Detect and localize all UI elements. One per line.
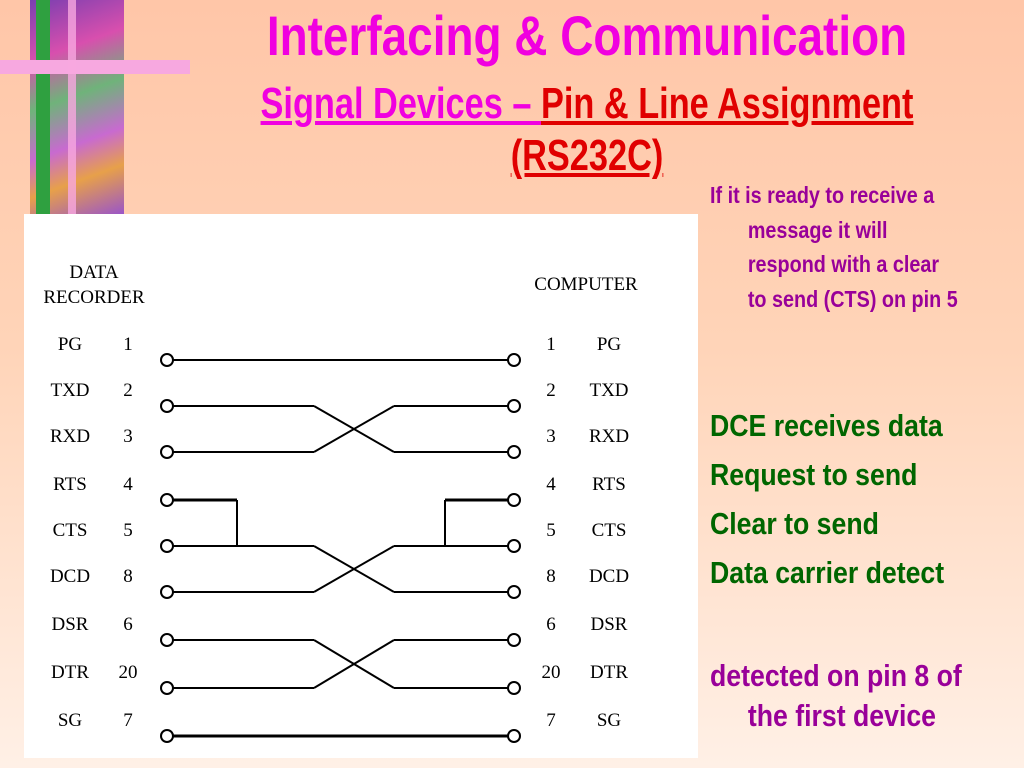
pin-rows: PG 1 1 PG TXD 2 2 TXD RXD 3 3 RXD RTS 4 4 RTS CTS 5 5 CTS DC… [50,334,629,743]
pin-label-right: DSR [591,614,628,635]
pin-connector-right [507,399,521,413]
decorative-pink-line-vertical [68,0,76,214]
pin-label-right: TXD [589,380,628,401]
pin-number-right: 6 [546,614,556,635]
pin-connector-left [160,399,174,413]
pin-label-right: CTS [592,520,627,541]
pin-number-left: 7 [123,710,133,731]
pin-label-left: RXD [50,426,90,447]
pin-label-left: DTR [51,662,89,683]
note-line1: If it is ready to receive a [710,182,935,208]
wire-cross-rxd [313,405,395,453]
pin-connector-right [507,353,521,367]
pin-label-right: DTR [590,662,628,683]
pin-number-left: 20 [119,662,138,683]
note-line4: to send (CTS) on pin 5 [747,285,958,312]
pin-number-left: 5 [123,520,133,541]
decorative-green-bar [36,0,50,214]
pin-label-right: SG [597,710,622,731]
slide-subtitle: Signal Devices – Pin & Line Assignment (… [246,78,928,182]
pin-number-right: 20 [542,662,561,683]
slide-title: Interfacing & Communication [266,4,908,67]
subtitle-part1: Signal Devices – [260,79,541,128]
pin-number-right: 8 [546,566,556,587]
pin-number-right: 3 [546,426,556,447]
pin-label-left: TXD [50,380,89,401]
wires [173,359,508,738]
pin-label-left: CTS [53,520,88,541]
right-header: COMPUTER [534,274,638,295]
cts-note: If it is ready to receive a message it w… [710,178,968,316]
pin-number-right: 5 [546,520,556,541]
pin-number-left: 3 [123,426,133,447]
pin-connector-left [160,445,174,459]
detect-note: detected on pin 8 of the first device [710,656,962,736]
subtitle-part2: Pin & Line Assignment [540,79,914,128]
pin-connector-left [160,585,174,599]
left-header-line2: RECORDER [43,287,145,308]
pin-number-left: 2 [123,380,133,401]
pin-connector-left [160,353,174,367]
pin-connector-left [160,681,174,695]
note-line3: respond with a clear [747,251,940,277]
pin-connector-right [507,633,521,647]
pin-number-right: 1 [546,334,556,355]
pin-connector-right [507,539,521,553]
pin-number-left: 4 [123,474,133,495]
pin-connector-right [507,729,521,743]
note-line2: message it will [747,216,888,243]
clear-to-send-label: Clear to send [710,506,879,541]
pin-label-left: DCD [50,566,90,587]
pin-connector-left [160,539,174,553]
pin-connector-left [160,729,174,743]
detect-line1: detected on pin 8 of [710,658,962,693]
pin-number-left: 6 [123,614,133,635]
wire-cross-dtr [313,639,395,689]
detect-line2: the first device [747,698,937,733]
pin-number-left: 1 [123,334,133,355]
left-header-line1: DATA [69,262,118,283]
pin-connector-right [507,585,521,599]
pin-connector-left [160,493,174,507]
pin-connector-right [507,445,521,459]
pin-label-left: SG [58,710,83,731]
pin-connector-right [507,681,521,695]
pin-number-right: 7 [546,710,556,731]
data-carrier-detect-label: Data carrier detect [710,555,945,590]
pin-connector-right [507,493,521,507]
pin-label-right: RTS [592,474,626,495]
pin-diagram: DATA RECORDER COMPUTER PG 1 1 PG TXD 2 2 TXD RXD… [24,214,698,758]
subtitle-line2: (RS232C) [510,131,664,180]
pin-number-left: 8 [123,566,133,587]
pin-diagram-svg: DATA RECORDER COMPUTER PG 1 1 PG TXD 2 2 TXD RXD… [43,262,638,743]
request-to-send-label: Request to send [710,457,918,492]
pin-number-right: 2 [546,380,556,401]
pin-label-right: DCD [589,566,629,587]
pin-label-left: RTS [53,474,87,495]
wire-cross-dcd [313,545,395,593]
pin-label-right: RXD [589,426,629,447]
pin-label-left: PG [58,334,83,355]
pin-number-right: 4 [546,474,556,495]
pin-label-left: DSR [52,614,89,635]
pin-label-right: PG [597,334,622,355]
dce-receives-label: DCE receives data [710,408,943,443]
pin-connector-left [160,633,174,647]
decorative-pink-line [0,60,190,74]
